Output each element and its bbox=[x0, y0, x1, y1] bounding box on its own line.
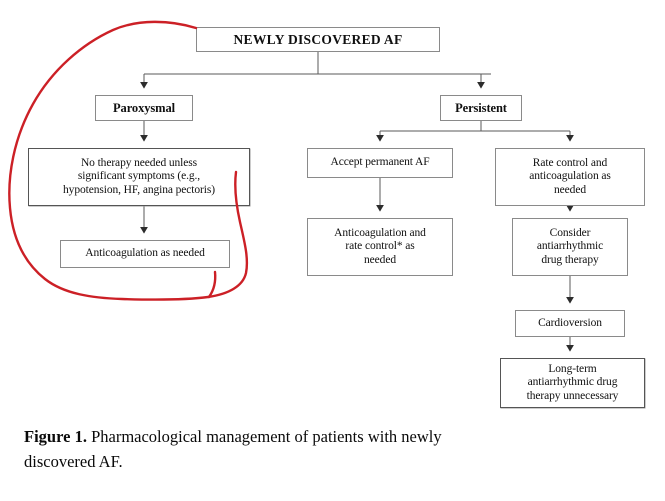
node-label: Paroxysmal bbox=[113, 100, 175, 115]
node-label: NEWLY DISCOVERED AF bbox=[233, 31, 403, 47]
node-label: Consider antiarrhythmic drug therapy bbox=[536, 226, 604, 266]
node-label: Anticoagulation as needed bbox=[85, 247, 205, 260]
figure-caption-label: Figure 1. bbox=[24, 427, 87, 446]
node-accept-permanent-af: Accept permanent AF bbox=[307, 148, 453, 178]
node-label: Persistent bbox=[455, 100, 507, 115]
node-label: Rate control and anticoagulation as need… bbox=[529, 156, 611, 196]
figure-caption: Figure 1. Pharmacological management of … bbox=[24, 424, 494, 474]
node-no-therapy-needed: No therapy needed unless significant sym… bbox=[28, 148, 250, 206]
node-rate-control-and-anticoagulation: Rate control and anticoagulation as need… bbox=[495, 148, 645, 206]
node-label: No therapy needed unless significant sym… bbox=[63, 156, 215, 196]
node-cardioversion: Cardioversion bbox=[515, 310, 625, 337]
node-label: Long-term antiarrhythmic drug therapy un… bbox=[526, 362, 619, 402]
node-paroxysmal: Paroxysmal bbox=[95, 95, 193, 121]
node-label: Anticoagulation and rate control* as nee… bbox=[334, 226, 426, 266]
figure-caption-text: Pharmacological management of patients w… bbox=[24, 427, 442, 472]
node-newly-discovered-af: NEWLY DISCOVERED AF bbox=[196, 27, 440, 52]
node-long-term-antiarrhythmic-therapy-unnecessary: Long-term antiarrhythmic drug therapy un… bbox=[500, 358, 645, 408]
node-label: Cardioversion bbox=[538, 316, 602, 329]
node-consider-antiarrhythmic-drug-therapy: Consider antiarrhythmic drug therapy bbox=[512, 218, 628, 276]
node-anticoagulation-and-rate-control: Anticoagulation and rate control* as nee… bbox=[307, 218, 453, 276]
node-anticoagulation-as-needed: Anticoagulation as needed bbox=[60, 240, 230, 268]
flowchart-connectors bbox=[140, 52, 574, 352]
node-persistent: Persistent bbox=[440, 95, 522, 121]
node-label: Accept permanent AF bbox=[330, 156, 430, 169]
